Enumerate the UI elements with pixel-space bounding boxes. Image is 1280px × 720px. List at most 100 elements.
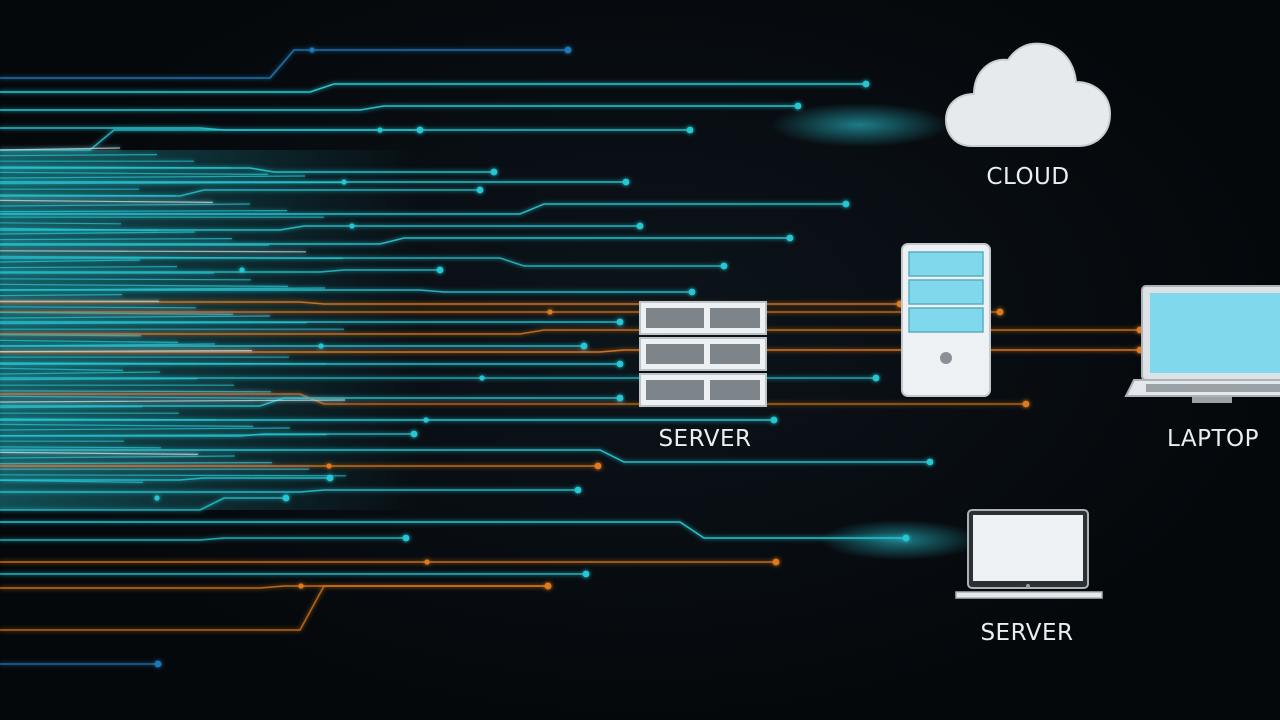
data-bundle-line (0, 378, 198, 381)
data-line (0, 127, 690, 131)
data-bundle-line (0, 427, 291, 431)
data-line-endpoint (794, 102, 802, 110)
data-line (0, 49, 568, 79)
data-line (0, 203, 846, 215)
data-line-endpoint (720, 262, 728, 270)
data-line-endpoint (154, 660, 162, 668)
data-line-node (309, 47, 315, 53)
data-bundle-line (0, 154, 158, 157)
data-line-node (298, 583, 304, 589)
data-bundle-line (0, 294, 123, 297)
data-line-endpoint (574, 486, 582, 494)
cloud-haze (770, 103, 950, 147)
data-line (0, 269, 440, 273)
data-line (0, 537, 406, 541)
data-bundle-line (0, 446, 162, 449)
data-bundle-line (0, 399, 346, 403)
data-bundle-line (0, 311, 234, 315)
data-bundle-line (0, 474, 347, 477)
monitor-label: SERVER (980, 620, 1074, 646)
data-line (0, 449, 930, 463)
data-line-node (341, 179, 347, 185)
data-bundle-line (0, 166, 232, 169)
data-bundle-line (0, 222, 122, 225)
data-bundle-line (0, 238, 233, 241)
data-line-node (318, 343, 324, 349)
data-bundle-line (0, 182, 343, 185)
data-line-endpoint (902, 534, 910, 542)
data-bundle-line (0, 343, 216, 347)
data-line (0, 83, 866, 93)
data-line (0, 477, 330, 481)
data-line-node (547, 309, 553, 315)
data-bundle-line (0, 479, 144, 483)
data-bundle-line (0, 395, 309, 399)
data-bundle-line (0, 255, 344, 259)
data-line-endpoint (842, 200, 850, 208)
data-bundle-line (0, 350, 253, 353)
cloud-node (944, 42, 1112, 150)
data-line (0, 237, 790, 245)
data-line-endpoint (476, 186, 484, 194)
data-line (0, 489, 578, 493)
data-bundle-line (0, 278, 252, 281)
data-line-endpoint (622, 178, 630, 186)
data-line-endpoint (786, 234, 794, 242)
data-bundle-line (0, 418, 217, 421)
monitor-node (954, 508, 1104, 602)
data-line (0, 497, 286, 511)
data-line-endpoint (616, 394, 624, 402)
data-bundle-line (0, 266, 178, 269)
data-bundle-line (0, 250, 307, 253)
data-bundle-line (0, 210, 288, 213)
laptop-label: LAPTOP (1167, 426, 1259, 452)
data-line (0, 129, 420, 151)
data-line-endpoint (862, 80, 870, 88)
data-line-endpoint (688, 288, 696, 296)
data-bundle-line (0, 367, 124, 371)
data-line-endpoint (770, 416, 778, 424)
data-bundle-line (0, 306, 197, 309)
data-line-endpoint (436, 266, 444, 274)
data-bundle-line (0, 322, 308, 325)
data-line (0, 301, 900, 305)
data-line (0, 167, 494, 173)
data-bundle-line (0, 287, 326, 291)
data-line-endpoint (402, 534, 410, 542)
cloud-icon (944, 42, 1112, 147)
data-line-endpoint (996, 308, 1004, 316)
server-rack-node (638, 300, 768, 408)
data-bundle-line (0, 283, 289, 287)
data-line-endpoint (616, 360, 624, 368)
data-bundle-line (0, 462, 273, 465)
data-bundle-line (0, 339, 179, 343)
data-line-endpoint (872, 374, 880, 382)
data-line (0, 349, 1140, 353)
data-line (0, 397, 620, 407)
data-line-node (239, 267, 245, 273)
data-bundle-line (0, 451, 199, 455)
monitor-icon (955, 509, 1103, 599)
data-line-endpoint (772, 558, 780, 566)
data-line-endpoint (490, 168, 498, 176)
server-rack-label: SERVER (658, 426, 752, 452)
server-tower-node (900, 242, 992, 398)
data-line (0, 189, 480, 197)
data-line-endpoint (686, 126, 694, 134)
server-rack-icon (639, 301, 767, 407)
data-bundle-line (0, 175, 306, 179)
data-line-node (479, 375, 485, 381)
data-line-endpoint (416, 126, 424, 134)
data-bundle-line (0, 171, 269, 175)
data-bundle-line (0, 259, 141, 263)
data-line (0, 521, 906, 539)
data-line (0, 289, 692, 293)
data-line-endpoint (582, 570, 590, 578)
data-line-node (423, 417, 429, 423)
cloud-label: CLOUD (986, 164, 1070, 190)
data-bundle-line (0, 334, 142, 337)
data-bundle-line (0, 390, 272, 393)
data-line (0, 105, 798, 111)
laptop-icon (1124, 285, 1280, 403)
